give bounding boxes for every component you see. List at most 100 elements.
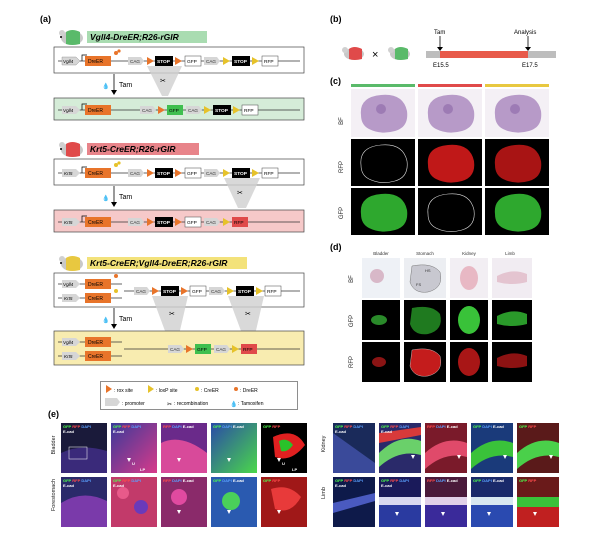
g1-r2-cag: CAG [142,108,152,113]
mouse-icon [59,142,83,157]
c-row-gfp: GFP [339,206,345,220]
g1-r1-stop: STOP [157,59,171,65]
e-row-forestomach: Forestomach [51,478,57,512]
g3-r2-r1: DreER [88,340,103,346]
arrowhead-icon [487,512,491,516]
arrowhead-icon [441,512,445,516]
arrowhead-icon [421,460,425,464]
panel-a-legend: : rox site : loxP site : CreER : DreER :… [100,381,298,410]
g1-tam-label: Tam [119,82,132,89]
arrowhead-icon [177,510,181,514]
tamoxifen-icon: 💧 [102,316,109,324]
g1-r2-cag2: CAG [188,108,198,113]
arrowhead-icon [457,455,461,459]
d-label-hs: HS [425,268,431,273]
mouse-icon [388,47,410,60]
d-organ-limb: Limb [505,251,515,256]
g2-r1-cag: CAG [130,171,140,176]
g2-r2-cag2: CAG [206,220,216,225]
g1-r1-cag: CAG [130,59,140,64]
d-row-bf: BF [349,275,355,283]
arrowhead-icon [503,455,507,459]
e-label-u: U [132,461,135,466]
g2-r2-stop: STOP [157,220,171,226]
g3-r1-p1: Vgll4 [63,282,74,287]
g3-r1-stop: STOP [163,289,177,295]
d-organ-bladder: Bladder [373,251,389,256]
e-l-label-5: GFP RFP [263,424,281,429]
panel-label-b: (b) [330,14,342,24]
timeline-pre [426,51,440,58]
g2-r2-cag: CAG [130,220,140,225]
panel-label-d: (d) [330,242,342,252]
d-organ-kidney: Kidney [462,251,476,256]
cross-symbol: × [372,49,378,61]
scissors-icon: ✂ [245,311,251,318]
c-bar-red [418,84,482,87]
g3-r1-r1: DreER [88,282,103,288]
g2-title: Krt5-CreER;R26-rGIR [90,144,176,154]
g1-title: Vgll4-DreER;R26-rGIR [90,32,180,42]
e-l-label-4: GFP DAPI E-cad [213,424,244,429]
e-label-lp: LP [140,467,146,472]
legend-promoter: : promoter [122,401,145,407]
legend-creer: : CreER [201,388,219,394]
promoter-icon [105,398,120,406]
scissors-icon: ✂ [237,190,243,197]
tamoxifen-icon: 💧 [102,82,109,90]
timeline-post [528,51,556,58]
g1-r2-recombinase: DreER [88,108,103,114]
e-r-label-9: GFP DAPI E-cad [473,478,504,483]
g2-r1-recombinase: CreER [88,171,103,177]
g1-r1-recombinase: DreER [88,59,103,65]
g3-title: Krt5-CreER;Vgll4-DreER;R26-rGIR [90,258,228,268]
rox-site-icon [106,385,112,393]
c-bar-yellow [485,84,549,87]
e-row-limb: Limb [321,487,327,499]
tamoxifen-icon: 💧 [230,400,237,408]
g3-r2-gfp: GFP [197,347,207,353]
d-row-rfp: RFP [349,356,355,368]
g3-r2-cag: CAG [170,347,180,352]
panel-c-images [351,89,549,235]
creer-icon [195,387,199,391]
scissors-icon: ✂ [169,311,175,318]
g2-r2-rfp: RFP [234,220,244,226]
e-l-label-8: RFP DAPI E-cad [163,478,194,483]
e-l-label-3: RFP DAPI E-cad [163,424,194,429]
arrowhead-icon [177,458,181,462]
g1-r1-cag2: CAG [206,59,216,64]
e-row-bladder: Bladder [51,435,57,455]
legend-tamoxifen: : Tamoxifen [238,401,264,407]
g3-r2-rfp: RFP [243,347,253,353]
panel-label-a: (a) [40,14,51,24]
panel-e-left-images [61,423,307,527]
g2-r2-gfp: GFP [187,220,197,226]
scissors-icon: ✂ [167,402,172,408]
e-r-label-10: GFP RFP [519,478,537,483]
arrowhead-icon [277,510,281,514]
dreer-icon [234,387,238,391]
e-label-u-2: U [282,461,285,466]
arrowhead-icon [411,455,415,459]
mouse-icon [59,30,83,45]
panel-a-schematic: Vgll4-DreER;R26-rGIR Vgll4 DreER CAG STO… [53,30,305,366]
g1-r2-stop: STOP [215,108,229,114]
g3-r1-cag2: CAG [211,289,221,294]
g1-r1-gfp: GFP [187,59,197,65]
e-r-label-3: RFP DAPI E-cad [427,424,458,429]
arrowhead-icon [127,458,131,462]
panel-d-images: HS FS [362,258,532,382]
e-r-label-5: GFP RFP [519,424,537,429]
panel-e-right-images [333,423,559,527]
arrowhead-icon [395,512,399,516]
loxp-site-icon [148,385,154,393]
d-row-gfp: GFP [349,314,355,328]
timeline-analysis-label: Analysis [514,30,536,36]
